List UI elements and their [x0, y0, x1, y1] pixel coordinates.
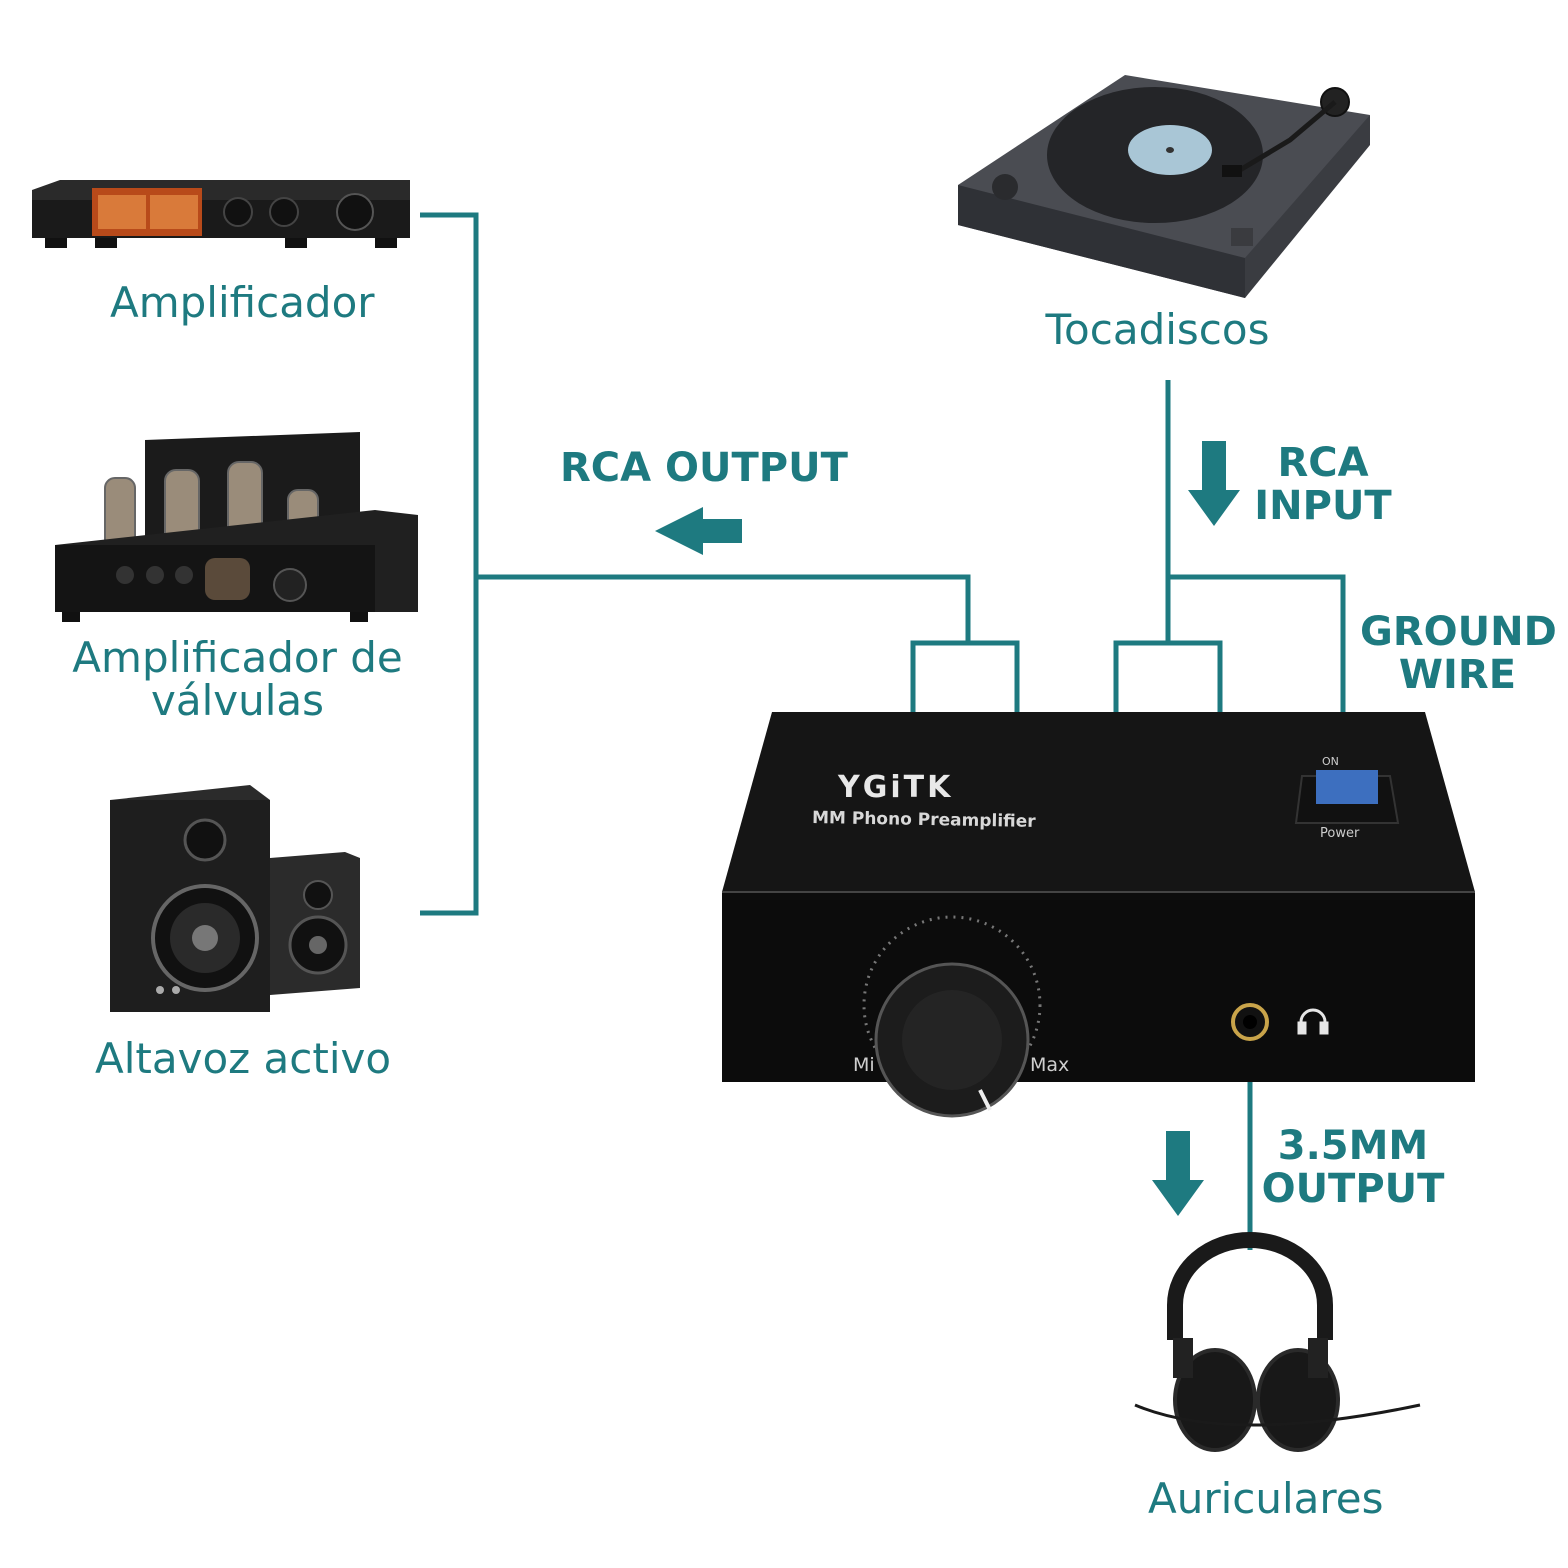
switch-power-label: Power	[1320, 826, 1360, 841]
rca-input-label: RCA INPUT	[1248, 442, 1398, 528]
headphones-icon	[1297, 1008, 1329, 1035]
arrow-left-icon	[655, 507, 742, 555]
active-speaker-image	[110, 785, 360, 1012]
preamp-image	[722, 712, 1475, 1118]
active-speaker-label: Altavoz activo	[95, 1034, 392, 1083]
switch-on-label: ON	[1322, 755, 1339, 768]
headphones-label: Auriculares	[1148, 1474, 1384, 1523]
turntable-image	[958, 75, 1370, 298]
ground-wire-label: GROUND WIRE	[1360, 609, 1557, 698]
tube-amplifier-label-line2: válvulas	[150, 676, 325, 725]
ground-wire-line2: WIRE	[1398, 652, 1517, 698]
output-35mm-label: 3.5MM OUTPUT	[1258, 1125, 1448, 1211]
rca-input-fork	[1113, 640, 1223, 715]
output-35mm-line1: 3.5MM	[1277, 1123, 1429, 1169]
output-35mm-line2: OUTPUT	[1261, 1166, 1445, 1212]
arrow-down-icon	[1188, 441, 1240, 526]
rca-input-line2: INPUT	[1254, 483, 1392, 529]
rca-input-line1: RCA	[1277, 440, 1369, 486]
knob-max-label: Max	[1030, 1054, 1069, 1076]
rca-output-label: RCA OUTPUT	[560, 445, 848, 491]
rca-output-fork	[910, 640, 1020, 715]
headphones-image	[1134, 1232, 1421, 1452]
knob-min-label: Mi	[853, 1054, 875, 1076]
model-label: MM Phono Preamplifier	[812, 808, 1037, 832]
power-switch[interactable]	[1316, 770, 1378, 804]
amplifier-label: Amplificador	[110, 278, 375, 327]
turntable-label: Tocadiscos	[1045, 305, 1270, 354]
rca-output-line	[476, 574, 971, 643]
brand-logo: YGiTK	[837, 770, 953, 805]
arrow-down-icon	[1152, 1131, 1204, 1216]
output-bus-line	[420, 212, 479, 916]
tube-amplifier-label: Amplificador de válvulas	[70, 636, 405, 722]
ground-wire-line1: GROUND	[1360, 609, 1557, 655]
tube-amplifier-image	[55, 432, 418, 622]
tube-amplifier-label-line1: Amplificador de	[72, 633, 403, 682]
amplifier-image	[32, 180, 410, 248]
ground-wire-line	[1168, 574, 1346, 715]
